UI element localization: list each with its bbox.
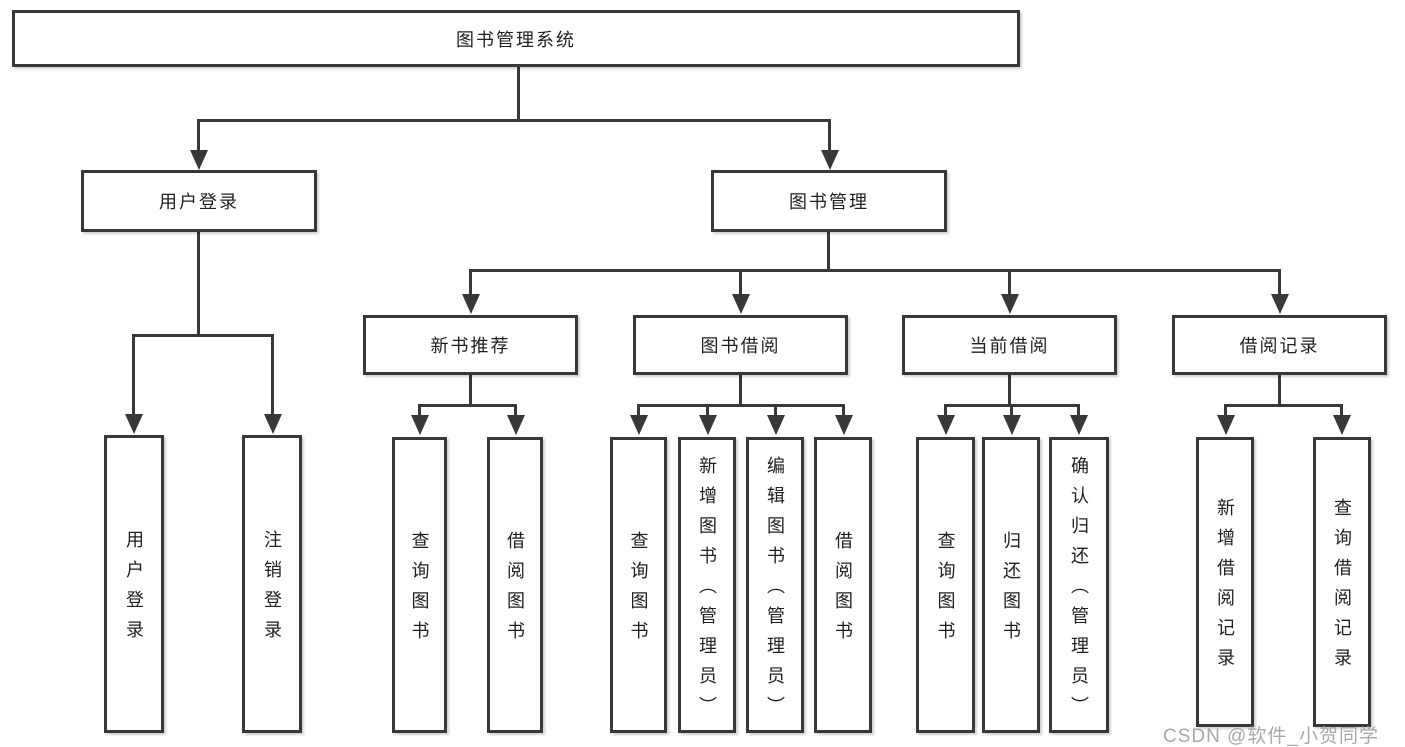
connector-arrow-icon <box>937 415 955 435</box>
connector-arrow-icon <box>1333 415 1351 435</box>
leaf-return-books: 归还图书 <box>982 437 1040 733</box>
leaf-label: 借阅图书 <box>833 531 853 651</box>
leaf-label: 归还图书 <box>1001 531 1021 651</box>
leaf-label: 编辑图书（管理员） <box>765 456 785 726</box>
leaf-label: 新增借阅记录 <box>1215 498 1235 678</box>
node-book-management: 图书管理 <box>711 170 947 232</box>
connector-arrow-icon <box>835 415 853 435</box>
connector-arrow-icon <box>190 150 208 170</box>
node-user-login: 用户登录 <box>81 170 317 232</box>
connector-arrow-icon <box>264 414 282 434</box>
leaf-confirm-return-admin: 确认归还（管理员） <box>1049 437 1109 733</box>
connector-line <box>842 404 845 416</box>
connector-arrow-icon <box>767 415 785 435</box>
connector-line <box>1340 404 1343 416</box>
leaf-query-books-borrowing: 查询图书 <box>610 437 667 733</box>
connector-line <box>706 404 709 416</box>
node-current-borrowing: 当前借阅 <box>902 315 1117 375</box>
node-borrowing-records: 借阅记录 <box>1172 315 1387 375</box>
connector-line <box>132 334 135 416</box>
leaf-query-books-recommend: 查询图书 <box>392 437 447 733</box>
node-label: 当前借阅 <box>969 336 1050 356</box>
connector-line <box>469 269 472 296</box>
connector-arrow-icon <box>732 294 750 314</box>
leaf-label: 查询图书 <box>628 531 649 651</box>
node-label: 图书管理 <box>789 192 869 212</box>
leaf-label: 查询图书 <box>935 531 956 651</box>
node-label: 新书推荐 <box>430 336 511 356</box>
connector-line <box>469 375 472 407</box>
connector-line <box>418 404 421 416</box>
node-book-borrowing: 图书借阅 <box>633 315 848 375</box>
leaf-edit-book-admin: 编辑图书（管理员） <box>746 437 804 733</box>
connector-line <box>132 334 274 337</box>
connector-line <box>637 404 640 416</box>
leaf-borrow-books-recommend: 借阅图书 <box>487 437 543 733</box>
node-label: 图书管理系统 <box>456 29 576 50</box>
leaf-logout: 注销登录 <box>242 435 302 733</box>
connector-line <box>197 119 831 122</box>
connector-line <box>1008 269 1011 296</box>
connector-line <box>944 404 947 416</box>
leaf-add-borrow-record: 新增借阅记录 <box>1196 437 1254 727</box>
connector-line <box>1278 269 1281 296</box>
connector-line <box>739 269 742 296</box>
connector-arrow-icon <box>1001 294 1019 314</box>
connector-line <box>1077 404 1080 416</box>
leaf-add-book-admin: 新增图书（管理员） <box>678 437 736 733</box>
connector-line <box>197 232 200 337</box>
connector-line <box>739 375 742 407</box>
connector-arrow-icon <box>1271 294 1289 314</box>
connector-line <box>197 119 200 152</box>
connector-arrow-icon <box>1070 415 1088 435</box>
connector-line <box>1224 404 1227 416</box>
node-label: 图书借阅 <box>700 336 781 356</box>
connector-line <box>271 334 274 416</box>
leaf-query-borrow-record: 查询借阅记录 <box>1313 437 1371 727</box>
node-library-system: 图书管理系统 <box>12 10 1020 67</box>
connector-arrow-icon <box>462 294 480 314</box>
leaf-label: 查询借阅记录 <box>1332 498 1352 678</box>
connector-arrow-icon <box>699 415 717 435</box>
node-label: 借阅记录 <box>1239 336 1320 356</box>
connector-line <box>514 404 517 416</box>
connector-arrow-icon <box>1003 415 1021 435</box>
connector-line <box>1008 375 1011 407</box>
leaf-label: 确认归还（管理员） <box>1069 456 1089 726</box>
connector-line <box>637 404 845 407</box>
connector-arrow-icon <box>411 415 429 435</box>
connector-arrow-icon <box>507 415 525 435</box>
leaf-query-books-current: 查询图书 <box>916 437 975 733</box>
leaf-label: 注销登录 <box>262 530 282 650</box>
connector-line <box>418 404 517 407</box>
connector-arrow-icon <box>1217 415 1235 435</box>
leaf-label: 新增图书（管理员） <box>697 456 717 726</box>
connector-arrow-icon <box>125 414 143 434</box>
connector-line <box>1278 375 1281 407</box>
watermark: CSDN @软件_小贺同学 <box>1163 726 1379 747</box>
connector-line <box>1224 404 1343 407</box>
leaf-label: 用户登录 <box>124 530 144 650</box>
connector-arrow-icon <box>630 415 648 435</box>
connector-line <box>469 269 1281 272</box>
connector-line <box>828 119 831 152</box>
node-new-book-recommend: 新书推荐 <box>363 315 578 375</box>
leaf-user-login: 用户登录 <box>104 435 164 733</box>
leaf-label: 借阅图书 <box>505 531 525 651</box>
connector-line <box>517 67 520 120</box>
connector-line <box>774 404 777 416</box>
leaf-label: 查询图书 <box>409 531 430 651</box>
connector-line <box>827 232 830 272</box>
node-label: 用户登录 <box>159 192 239 212</box>
connector-line <box>1010 404 1013 416</box>
connector-arrow-icon <box>821 150 839 170</box>
leaf-borrow-books: 借阅图书 <box>814 437 872 733</box>
